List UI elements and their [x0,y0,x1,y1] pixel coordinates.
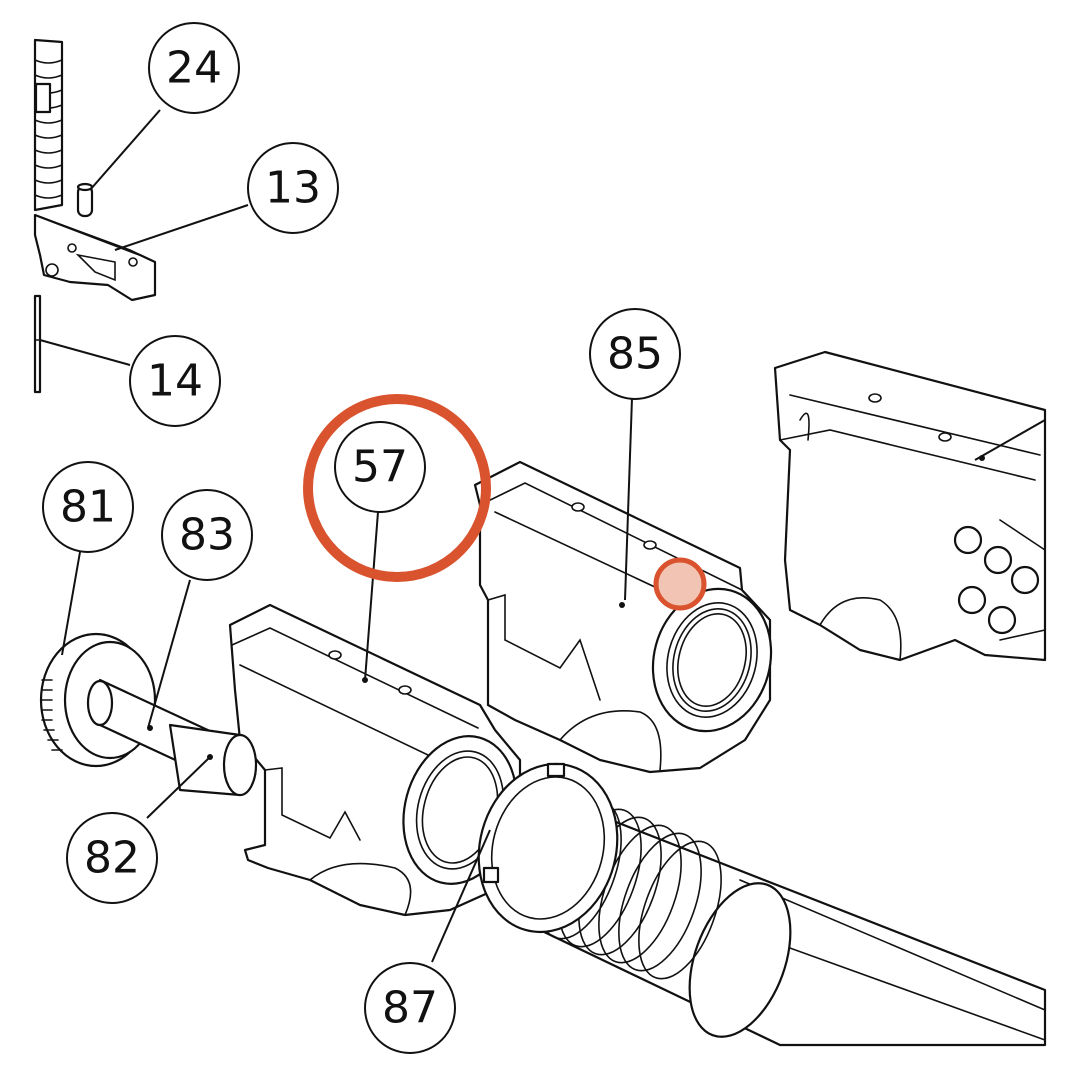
callout-label-14: 14 [147,356,203,407]
highlight-ring-57 [303,394,491,582]
part-85-receiver [473,460,773,774]
receiver-right [773,350,1047,662]
callout-label-24: 24 [166,43,222,94]
callout-24: 24 [148,22,240,114]
callout-81: 81 [42,461,134,553]
callout-87: 87 [364,962,456,1054]
spring-guide-assembly [33,38,157,394]
callout-label-13: 13 [265,163,321,214]
callout-label-85: 85 [607,329,663,380]
highlight-marker-85 [653,557,707,611]
callout-82: 82 [66,812,158,904]
callout-83: 83 [161,489,253,581]
callout-13: 13 [247,142,339,234]
callout-label-87: 87 [382,983,438,1034]
callout-14: 14 [129,335,221,427]
callout-label-81: 81 [60,482,116,533]
callout-label-57: 57 [352,442,408,493]
callout-label-83: 83 [179,510,235,561]
part-87-ring-barrel [477,762,1047,1047]
callout-57: 57 [334,421,426,513]
leader-lines [39,109,1046,963]
knob-bolt-assembly [39,632,258,797]
callout-label-82: 82 [84,833,140,884]
callout-85: 85 [589,308,681,400]
part-57-receiver [228,603,522,917]
